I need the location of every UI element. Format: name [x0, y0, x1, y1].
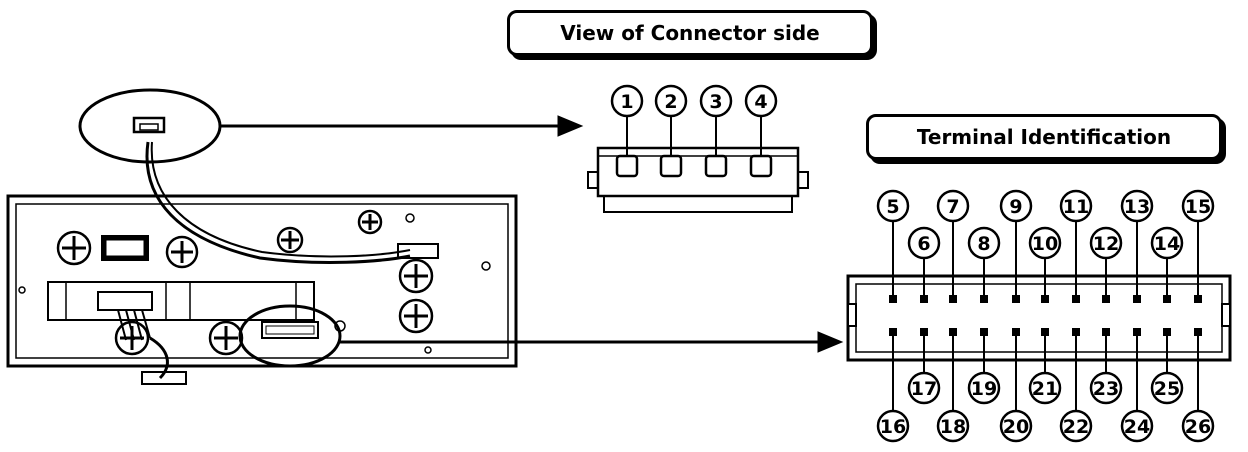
- svg-text:10: 10: [1032, 233, 1058, 255]
- terminal-block: [846, 274, 1232, 362]
- terminal-label-6: 6: [907, 226, 941, 260]
- terminal-label-7: 7: [936, 189, 970, 223]
- connector-pin-labels: 1 2 3 4: [610, 84, 778, 118]
- svg-text:2: 2: [664, 91, 677, 113]
- terminal-identification-label: Terminal Identification: [866, 114, 1222, 160]
- connector-side-view: [587, 116, 809, 213]
- svg-text:9: 9: [1009, 196, 1022, 218]
- svg-text:24: 24: [1124, 416, 1150, 438]
- terminal-label-16: 16: [876, 409, 910, 443]
- terminal-label-19: 19: [967, 371, 1001, 405]
- terminal-label-17: 17: [907, 371, 941, 405]
- svg-text:21: 21: [1032, 378, 1058, 400]
- terminal-label-10: 10: [1028, 226, 1062, 260]
- terminal-label-24: 24: [1120, 409, 1154, 443]
- terminal-label-9: 9: [999, 189, 1033, 223]
- connector-side-label: View of Connector side: [507, 10, 873, 56]
- svg-text:4: 4: [754, 91, 767, 113]
- svg-text:22: 22: [1063, 416, 1089, 438]
- connector-pin-2: 2: [654, 84, 688, 118]
- terminal-label-14: 14: [1150, 226, 1184, 260]
- svg-text:15: 15: [1185, 196, 1211, 218]
- svg-text:7: 7: [946, 196, 959, 218]
- terminal-label-15: 15: [1181, 189, 1215, 223]
- svg-text:6: 6: [917, 233, 930, 255]
- top-connector-highlight: [78, 88, 222, 164]
- terminal-label-8: 8: [967, 226, 1001, 260]
- svg-text:14: 14: [1154, 233, 1180, 255]
- svg-text:12: 12: [1093, 233, 1119, 255]
- terminal-label-26: 26: [1181, 409, 1215, 443]
- svg-text:16: 16: [880, 416, 906, 438]
- svg-text:23: 23: [1093, 378, 1119, 400]
- svg-text:8: 8: [977, 233, 990, 255]
- svg-text:13: 13: [1124, 196, 1150, 218]
- bottom-connector-highlight: [238, 304, 342, 368]
- terminal-label-11: 11: [1059, 189, 1093, 223]
- connector-pin-1: 1: [610, 84, 644, 118]
- terminal-label-20: 20: [999, 409, 1033, 443]
- terminal-label-12: 12: [1089, 226, 1123, 260]
- screw-icons: [56, 209, 434, 356]
- svg-text:1: 1: [620, 91, 633, 113]
- svg-text:17: 17: [911, 378, 937, 400]
- connector-pin-3: 3: [699, 84, 733, 118]
- terminal-label-25: 25: [1150, 371, 1184, 405]
- svg-text:20: 20: [1003, 416, 1029, 438]
- terminal-label-13: 13: [1120, 189, 1154, 223]
- svg-text:19: 19: [971, 378, 997, 400]
- terminal-label-23: 23: [1089, 371, 1123, 405]
- svg-text:11: 11: [1063, 196, 1089, 218]
- terminal-label-22: 22: [1059, 409, 1093, 443]
- arrows: [220, 115, 844, 353]
- control-unit: [6, 141, 518, 385]
- terminal-pin-labels: 5 7 9 11 13 15 6 8 10 12 14 17 19 21 23 25 16 18 20 22 24 26: [876, 189, 1215, 443]
- svg-text:26: 26: [1185, 416, 1211, 438]
- terminal-label-18: 18: [936, 409, 970, 443]
- svg-text:5: 5: [886, 196, 899, 218]
- terminal-label-21: 21: [1028, 371, 1062, 405]
- connector-pin-4: 4: [744, 84, 778, 118]
- svg-text:18: 18: [940, 416, 966, 438]
- terminal-label-5: 5: [876, 189, 910, 223]
- svg-text:25: 25: [1154, 378, 1180, 400]
- svg-text:3: 3: [709, 91, 722, 113]
